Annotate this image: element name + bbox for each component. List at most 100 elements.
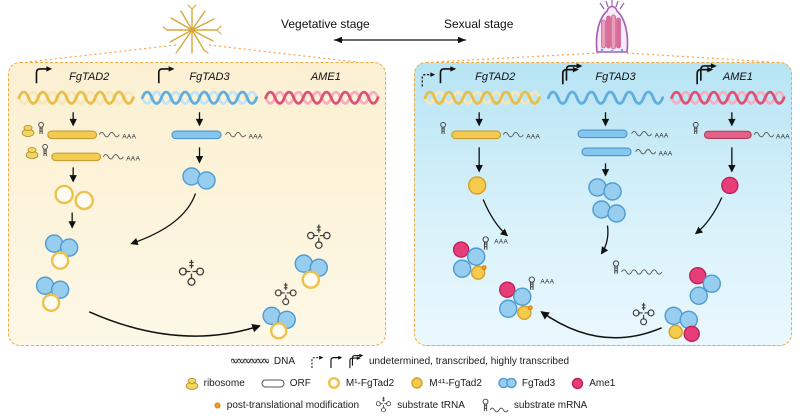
legend-item-substrate-trna: substrate tRNA [375, 396, 465, 414]
m1-fgtad2-protein-icon [54, 184, 74, 205]
legend-item-fgtad3: FgTad3 [498, 377, 555, 389]
connector-lines-right [433, 52, 773, 62]
polya-label: AAA [655, 132, 669, 139]
fgtad3-mrna-2: AAA [581, 147, 673, 157]
polya-label: AAA [526, 133, 540, 140]
fgtad3-mrna-1: AAA [577, 129, 669, 139]
transcription-arrow-icon [35, 65, 53, 85]
ame1-dna-icon [670, 90, 786, 105]
utr-squiggle-icon [225, 132, 247, 138]
legend-label-orf: ORF [289, 377, 311, 389]
legend-item-m41-fgtad2: M⁴¹-FgTad2 [410, 376, 482, 390]
mrna-editing-complex: AAA [452, 236, 508, 280]
orf-icon [261, 379, 285, 387]
flow-arrow [694, 197, 723, 235]
legend-label-substrate-mrna: substrate mRNA [513, 399, 588, 411]
sexual-stage-label: Sexual stage [444, 17, 514, 31]
editing-complex-with-trna [294, 223, 331, 289]
legend-item-substrate-mrna: substrate mRNA [481, 398, 587, 413]
undetermined-transcription-arrow-icon [421, 71, 436, 88]
fgtad3-dna-icon [140, 90, 259, 105]
polya-label: AAA [494, 239, 508, 246]
ame1-fgtad3-complex [689, 266, 722, 305]
legend-label-dna: DNA [273, 355, 295, 367]
legend-item-ame1: Ame1 [571, 377, 615, 390]
fgtad2-mrna-2: AAA [25, 144, 140, 162]
polya-label: AAA [776, 133, 790, 140]
flow-arrow [130, 193, 197, 246]
ribosome-icon [185, 377, 198, 390]
stage-arrow [334, 36, 466, 44]
utr-squiggle-icon [502, 132, 524, 138]
ptm-dot-icon [481, 265, 487, 271]
fgtad3-gene-label: FgTAD3 [595, 71, 636, 83]
fgtad2-gene-label: FgTAD2 [69, 71, 109, 83]
undetermined-arrow-icon [311, 355, 324, 369]
trna-icon [632, 302, 655, 326]
substrate-mrna-hairpin-icon [482, 236, 489, 251]
fgtad2-dna-icon [423, 90, 541, 105]
flow-arrow [540, 311, 662, 339]
editing-complex-with-trna [262, 282, 297, 340]
legend-row-1: DNA undetermined, transcribed, highly tr… [0, 350, 800, 372]
utr-squiggle-icon [753, 132, 775, 138]
header-canvas [27, 0, 773, 62]
polya-label: AAA [540, 279, 554, 286]
ribosome-icon [21, 125, 35, 137]
high-transcription-arrow-icon [697, 63, 717, 84]
fgtad3-gene-label: FgTAD3 [189, 71, 230, 83]
orf-icon [577, 129, 628, 139]
utr-squiggle-icon [635, 149, 657, 155]
utr-squiggle-icon [102, 154, 124, 160]
orf-icon [51, 152, 102, 162]
legend: DNA undetermined, transcribed, highly tr… [0, 350, 800, 416]
ame1-gene-label: AME1 [310, 71, 341, 83]
hairpin-icon [440, 121, 446, 135]
transcription-arrow-icon [157, 65, 176, 85]
fgtad2-gene-label: FgTAD2 [475, 71, 515, 83]
m41-fgtad2-icon [411, 377, 423, 389]
full-editing-complex [664, 306, 700, 343]
legend-item-orf: ORF [261, 378, 311, 389]
mrna-editing-complex: AAA [499, 276, 554, 321]
legend-label-fgtad3: FgTad3 [521, 377, 556, 389]
fgtad3-dna-icon [546, 90, 665, 105]
editing-complex [35, 276, 70, 312]
ame1-protein-icon [721, 176, 739, 195]
trna-icon [178, 259, 205, 286]
legend-label-m1-fgtad2: M¹-FgTad2 [345, 377, 395, 389]
flow-arrow [482, 199, 509, 237]
vegetative-panel: FgTAD2 FgTAD3 AME1 AAA AAA AAA [8, 62, 386, 346]
polya-label: AAA [249, 133, 263, 140]
highly-transcribed-arrow-icon [349, 354, 364, 369]
hairpin-icon [38, 121, 44, 135]
utr-squiggle-icon [98, 132, 120, 138]
polya-label: AAA [122, 133, 136, 140]
orf-icon [47, 130, 98, 140]
legend-label-m41-fgtad2: M⁴¹-FgTad2 [429, 377, 482, 389]
perithecium-icon [595, 0, 629, 53]
substrate-mrna-icon [482, 398, 509, 412]
ame1-dna-icon [264, 90, 380, 105]
ame1-gene-label: AME1 [722, 71, 753, 83]
orf-icon [703, 130, 752, 139]
m1-fgtad2-protein-icon [74, 190, 94, 211]
legend-label-ame1: Ame1 [589, 377, 616, 389]
legend-item-dna: DNA [230, 355, 295, 367]
orf-icon [171, 130, 222, 140]
hairpin-icon [42, 144, 48, 157]
ptm-dot-icon [214, 402, 221, 408]
legend-item-m1-fgtad2: M¹-FgTad2 [327, 376, 394, 390]
legend-row-3: post-translational modification substrat… [0, 394, 800, 416]
flow-arrow [88, 311, 261, 337]
fgtad3-dimer-icon [182, 167, 216, 190]
legend-item-ptm: post-translational modification [213, 400, 359, 411]
orf-icon [581, 147, 632, 157]
ame1-mrna: AAA [692, 121, 790, 140]
legend-label-arrow-types: undetermined, transcribed, highly transc… [369, 355, 570, 367]
m41-fgtad2-protein-icon [467, 176, 487, 195]
sexual-panel: FgTAD2 FgTAD3 AME1 AAA AAA AAA [414, 62, 792, 346]
vegetative-hyphae-icon [162, 4, 222, 54]
fgtad3-dimer-icon [588, 178, 622, 201]
legend-item-arrow-types: undetermined, transcribed, highly transc… [311, 354, 569, 369]
